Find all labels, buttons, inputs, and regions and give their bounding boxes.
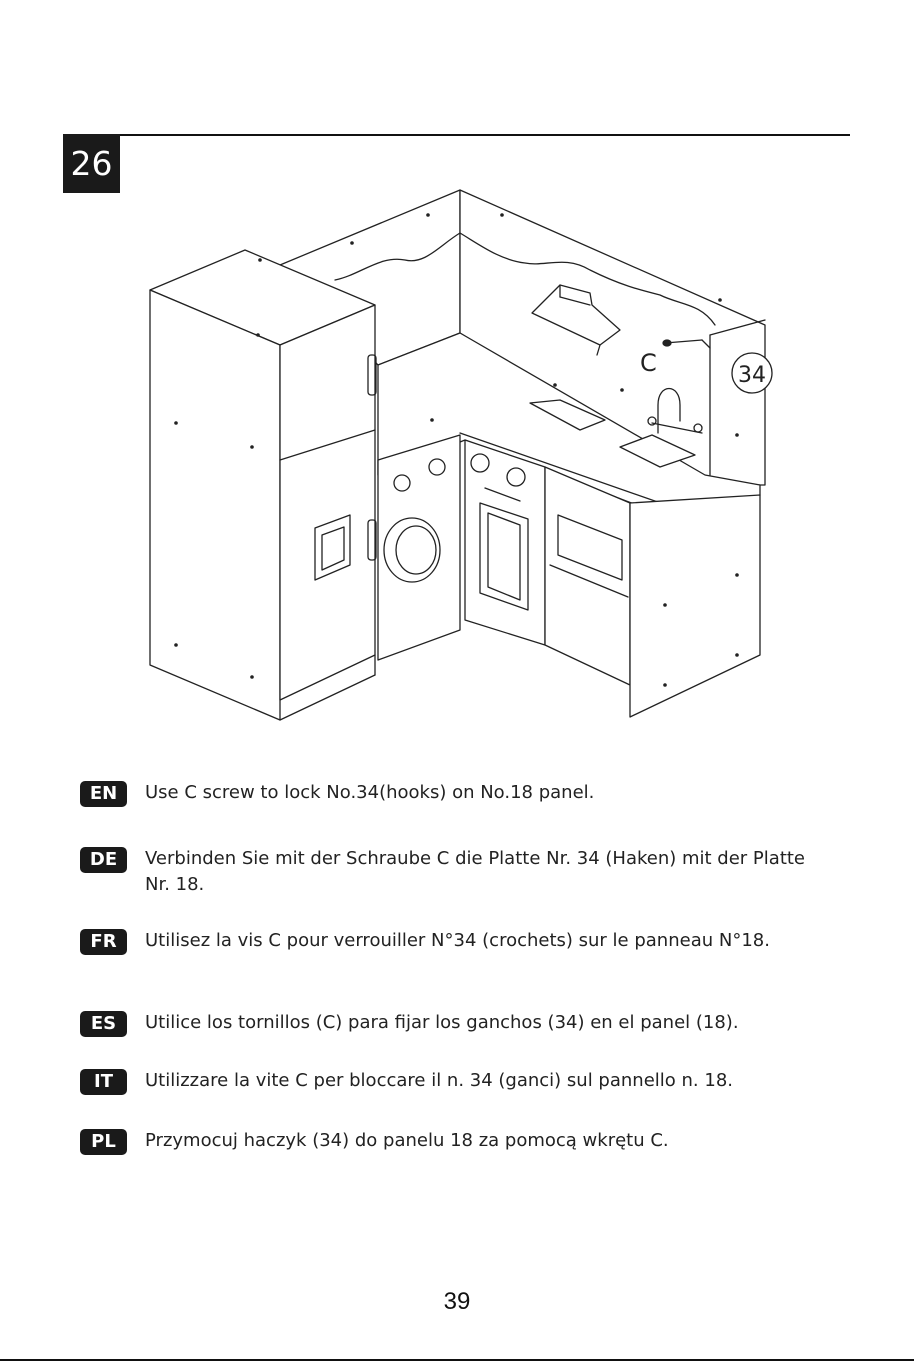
back-wall: [279, 189, 766, 486]
instruction-text: Utilisez la vis C pour verrouiller N°34 …: [145, 930, 770, 951]
step-header-rule: [63, 134, 850, 136]
instruction-text: Utilizzare la vite C per bloccare il n. …: [145, 1070, 733, 1091]
language-badge: FR: [80, 929, 127, 955]
language-badge: IT: [80, 1069, 127, 1095]
faucet: [647, 388, 703, 434]
language-badge: DE: [80, 847, 127, 873]
refrigerator: [149, 249, 377, 721]
screw-c-icon: [662, 339, 711, 349]
language-badge: ES: [80, 1011, 127, 1037]
instruction-text: Verbinden Sie mit der Schraube C die Pla…: [145, 848, 806, 895]
instruction-text: Utilice los tornillos (C) para fijar los…: [145, 1012, 739, 1033]
instruction-text: Przymocuj haczyk (34) do panelu 18 za po…: [145, 1130, 669, 1151]
screws-dots: [174, 213, 739, 687]
language-badge: EN: [80, 781, 127, 807]
page-number: 39: [443, 1288, 471, 1315]
lower-cabinets: [377, 434, 761, 718]
language-badge: PL: [80, 1129, 127, 1155]
part-34-callout-icon: [731, 352, 773, 394]
bottom-rule: [0, 1359, 914, 1361]
part-label: 34: [738, 363, 766, 388]
step-number: 26: [63, 134, 120, 193]
instruction-text: Use C screw to lock No.34(hooks) on No.1…: [145, 782, 595, 803]
kitchen-assembly-illustration: C 34: [140, 185, 780, 730]
screw-label: C: [640, 349, 657, 377]
